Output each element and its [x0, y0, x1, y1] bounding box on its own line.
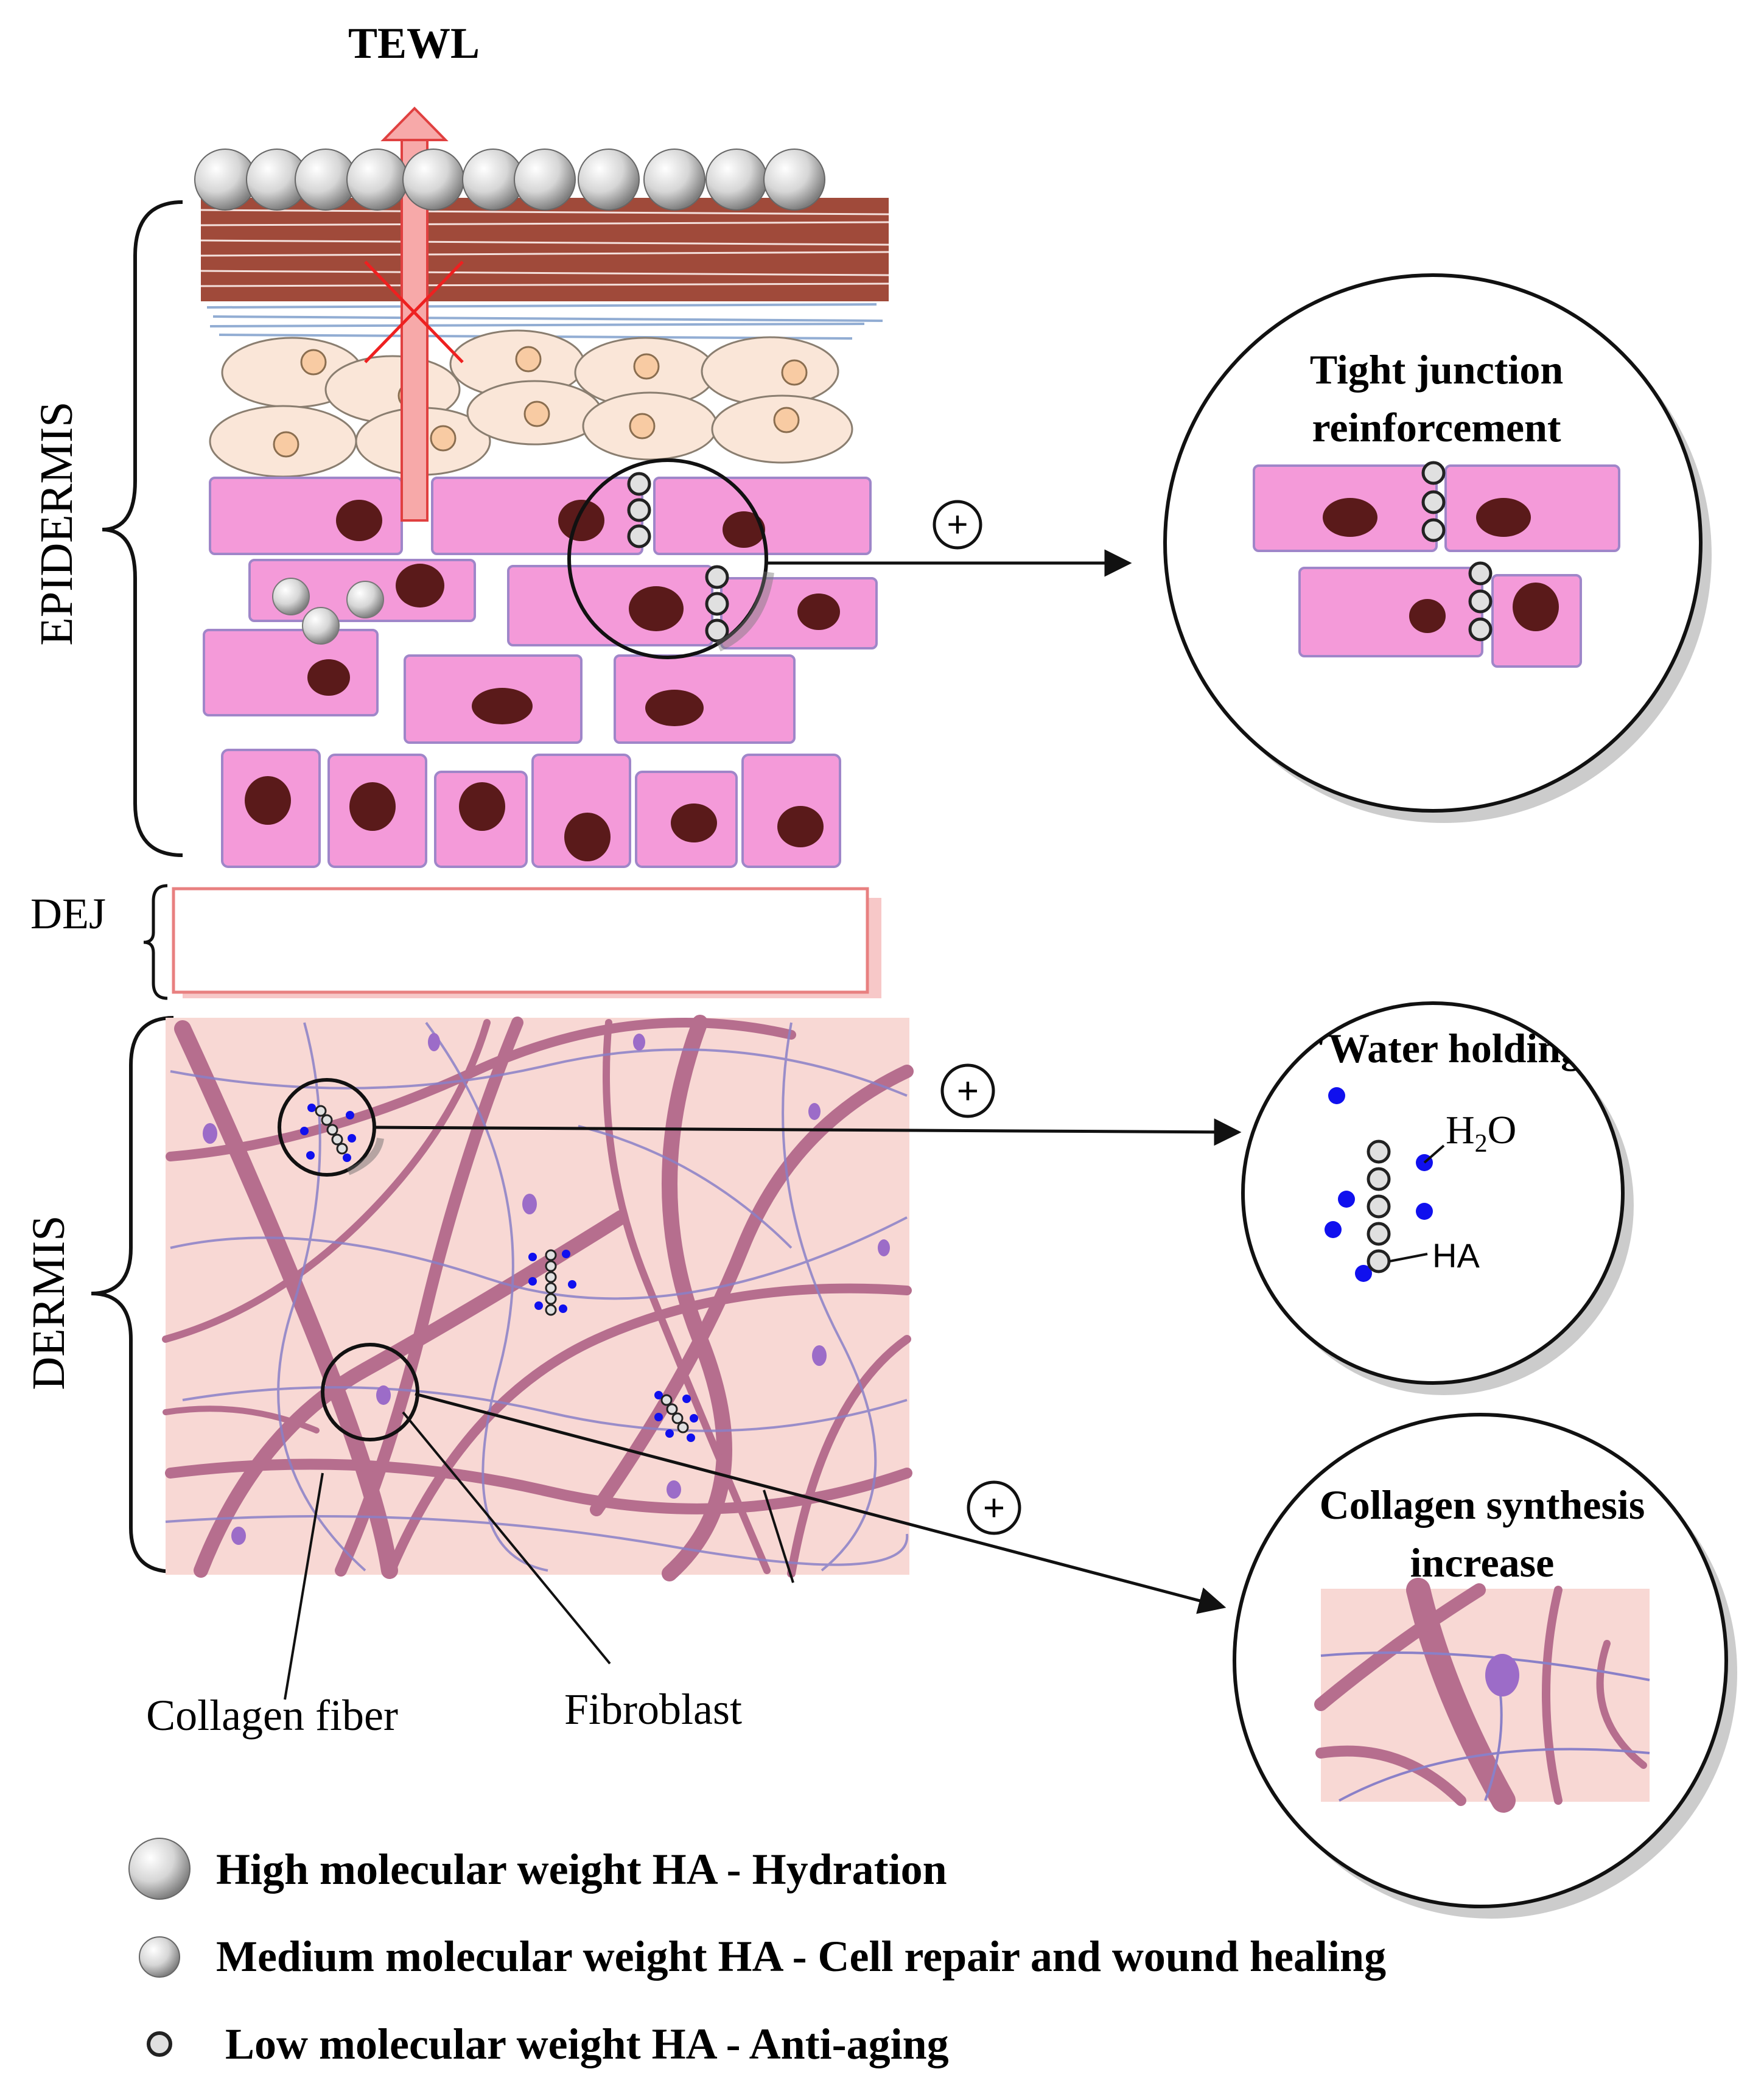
ha-water-cluster-3	[654, 1391, 698, 1442]
inset-water-title: "Water holding"	[1305, 1025, 1605, 1071]
plus-icon-1	[933, 500, 982, 550]
cell-nuclei	[245, 500, 840, 861]
tewl-label: TEWL	[348, 19, 480, 68]
keratinocyte-layer	[203, 477, 878, 868]
low-ha-junction-epidermis	[627, 472, 729, 643]
epidermis-brace	[102, 200, 183, 857]
plus-label-2: +	[957, 1070, 979, 1112]
dermis-label: DERMIS	[23, 1215, 74, 1390]
plus-label-1: +	[947, 504, 968, 545]
leader-extra	[763, 1490, 794, 1583]
legend-high-ha-label: High molecular weight HA - Hydration	[216, 1845, 947, 1894]
high-ha-surface	[194, 149, 825, 211]
inset-tight-junction-title-1: Tight junction	[1310, 346, 1563, 393]
legend-medium-ha-icon	[139, 1936, 180, 1978]
legend-medium-ha-label: Medium molecular weight HA - Cell repair…	[216, 1932, 1386, 1981]
ha-label: HA	[1432, 1236, 1480, 1275]
ha-water-cluster-2	[528, 1249, 576, 1316]
legend-high-ha-icon	[128, 1838, 191, 1900]
dermis-tissue	[162, 1015, 914, 1581]
h2o-label: H2O	[1446, 1108, 1516, 1158]
arrow-to-collagen	[415, 1392, 1227, 1614]
inset-collagen-title-1: Collagen synthesis	[1320, 1482, 1645, 1528]
plus-label-3: +	[983, 1487, 1005, 1529]
leader-fibroblast	[402, 1411, 611, 1665]
dej-layer	[172, 887, 869, 994]
legend-low-ha-icon	[147, 2031, 172, 2057]
legend-low-ha-label: Low molecular weight HA - Anti-aging	[225, 2020, 949, 2068]
dej-brace	[143, 884, 168, 1000]
stratum-corneum	[200, 198, 889, 340]
medium-ha-epidermis	[272, 578, 384, 645]
plus-icon-2	[940, 1063, 995, 1118]
collagen-fiber-label: Collagen fiber	[146, 1691, 398, 1740]
magnifier-fibroblast	[321, 1343, 419, 1441]
inset-collagen-title-2: increase	[1410, 1539, 1555, 1586]
plus-icon-3	[967, 1480, 1021, 1535]
dej-label: DEJ	[30, 889, 106, 938]
granular-layer	[209, 329, 853, 478]
inset-tight-junction-title-2: reinforcement	[1312, 404, 1561, 450]
epidermis-label: EPIDERMIS	[31, 401, 82, 645]
tewl-blocked-x	[364, 261, 464, 363]
leader-collagen-fiber	[284, 1472, 324, 1700]
arrow-to-water-holding	[374, 1118, 1242, 1146]
fibroblast-label: Fibroblast	[564, 1685, 742, 1734]
ha-water-cluster-1	[300, 1104, 356, 1162]
dermis-brace	[91, 1016, 174, 1574]
magnifier-tight-junction	[567, 458, 768, 659]
